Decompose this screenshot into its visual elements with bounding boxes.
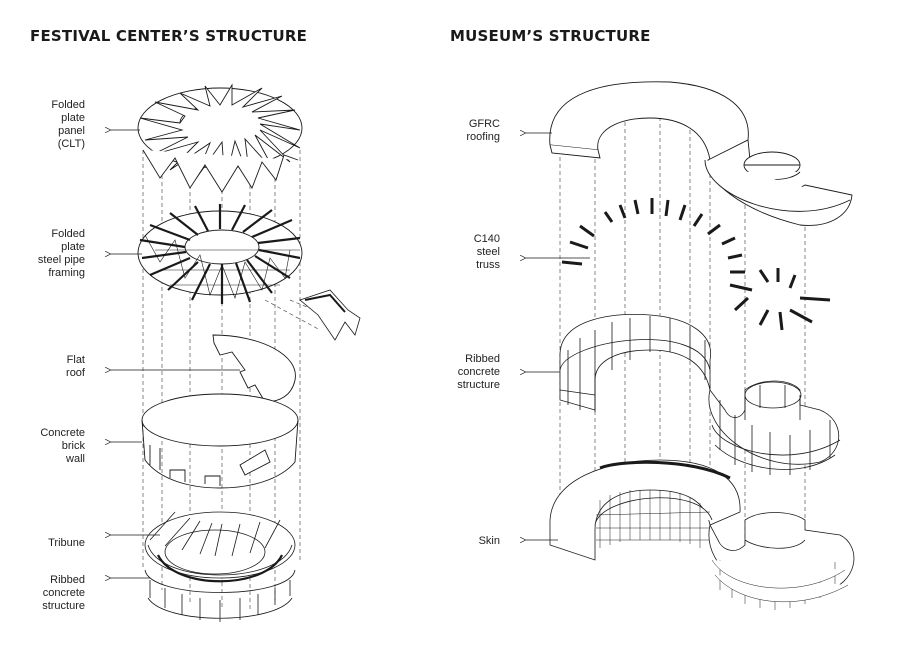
label-tribune: Tribune [48, 537, 85, 550]
festival-title: FESTIVAL CENTER’S STRUCTURE [30, 27, 308, 45]
label-line: Skin [478, 535, 500, 547]
label-line: roofing [466, 131, 500, 143]
label-concrete-brick-wall: Concrete brick wall [40, 427, 85, 466]
label-skin: Skin [479, 535, 500, 548]
label-line: Ribbed [465, 353, 500, 365]
label-line: Flat [66, 354, 85, 366]
label-museum-ribbed-concrete: Ribbed concrete structure [457, 353, 500, 392]
label-line: truss [476, 259, 500, 271]
label-line: steel [476, 246, 500, 258]
steel-pipe-framing [137, 204, 361, 341]
museum-title: MUSEUM’S STRUCTURE [450, 27, 651, 45]
label-line: Tribune [48, 537, 85, 549]
label-line: Ribbed [50, 574, 85, 586]
gfrc-roofing [549, 81, 853, 226]
label-flat-roof: Flat roof [66, 354, 85, 380]
festival-ribbed-concrete [144, 569, 296, 622]
label-line: plate [61, 112, 85, 124]
label-line: steel pipe [37, 254, 85, 266]
label-line: roof [66, 367, 85, 379]
label-gfrc-roofing: GFRC roofing [466, 118, 500, 144]
label-line: structure [457, 379, 500, 391]
label-line: Concrete [40, 427, 85, 439]
tribune [144, 511, 296, 583]
steel-truss [561, 198, 831, 331]
label-line: panel [58, 125, 85, 137]
label-steel-truss: C140 steel truss [474, 233, 500, 272]
label-line: Folded [51, 99, 85, 111]
label-line: concrete [42, 587, 85, 599]
label-steel-pipe-framing: Folded plate steel pipe framing [38, 228, 85, 280]
label-line: plate [61, 241, 85, 253]
flat-roof [212, 334, 296, 403]
label-line: (CLT) [57, 138, 85, 150]
label-line: structure [42, 600, 85, 612]
label-line: brick [61, 440, 85, 452]
label-festival-ribbed-concrete: Ribbed concrete structure [42, 574, 85, 613]
label-line: GFRC [468, 118, 500, 130]
label-line: C140 [473, 233, 500, 245]
concrete-brick-wall [141, 393, 299, 489]
skin [549, 459, 855, 610]
label-line: wall [66, 453, 85, 465]
label-folded-plate-panel: Folded plate panel (CLT) [51, 99, 85, 151]
label-line: concrete [457, 366, 500, 378]
label-line: Folded [51, 228, 85, 240]
museum-leader-arrows [525, 133, 590, 540]
label-line: framing [48, 267, 85, 279]
festival-leader-arrows [110, 130, 240, 578]
museum-ribbed-concrete [559, 314, 841, 475]
folded-plate-panel-clt [137, 83, 303, 193]
